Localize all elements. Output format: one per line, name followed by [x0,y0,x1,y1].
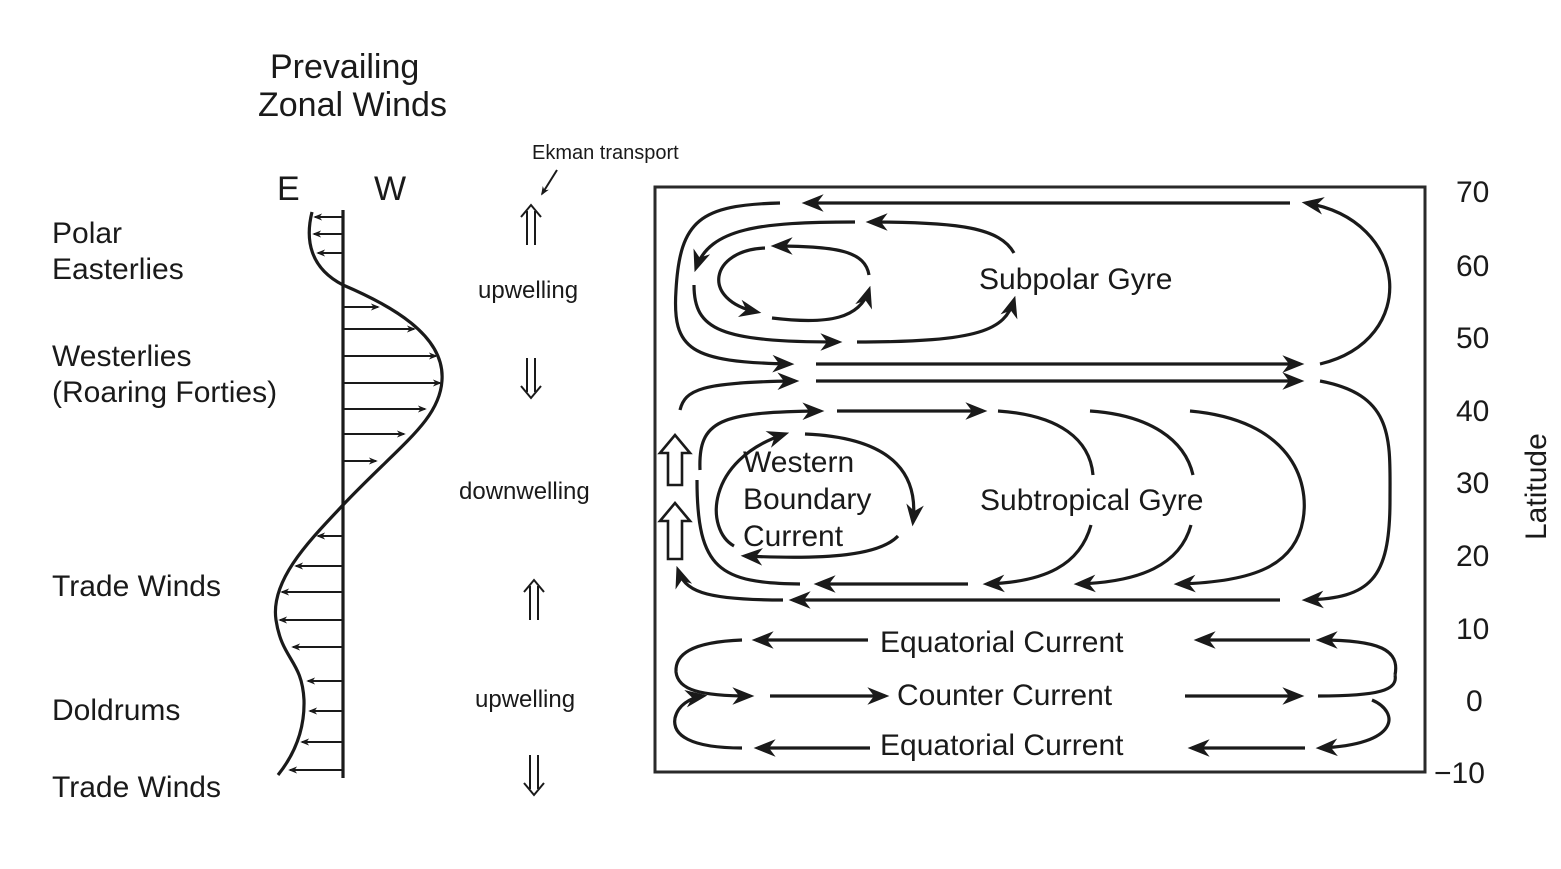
tick-60: 60 [1456,250,1489,283]
belt-polar-line2: Easterlies [52,253,184,286]
current-arc [997,409,1095,476]
current-arrow [674,638,755,705]
current-arrow [1073,524,1193,593]
axis-label-west: W [374,170,406,208]
subtropical-gyre-currents: Western Boundary Current Subtropical Gyr… [657,372,1392,609]
current-arrow [771,285,872,323]
double-arrow-down-icon [523,755,545,797]
latitude-axis: 70 60 50 40 30 20 10 0 −10 Latitude [1434,176,1553,790]
tick-30: 30 [1456,467,1489,500]
wind-profile-curve [273,211,444,776]
tick-20: 20 [1456,540,1489,573]
hollow-arrow-up-icon [657,500,693,561]
current-arrow [770,237,871,276]
current-arrow [698,402,825,471]
subpolar-gyre-currents: Subpolar Gyre [673,194,1392,373]
current-arrow [673,689,743,750]
subpolar-gyre-label: Subpolar Gyre [979,263,1172,296]
current-arrow [1315,698,1391,757]
current-arrow [714,431,790,548]
equatorial-currents: Equatorial Current Counter Current Equat… [673,626,1398,762]
double-arrow-up-icon [523,578,545,620]
current-arrow [1315,631,1398,676]
ekman-zone-downwelling: downwelling [459,478,590,505]
ekman-zone-upwelling-equator: upwelling [475,686,575,713]
double-arrow-up-icon [520,203,542,245]
tick-40: 40 [1456,395,1489,428]
current-arrow [695,479,801,586]
winds-title-line2: Zonal Winds [258,86,447,124]
belt-westerlies-line1: Westerlies [52,340,191,373]
current-arrow [1173,409,1306,593]
double-arrow-down-icon [520,358,542,400]
current-arrow [692,284,843,351]
ekman-transport-annotation: Ekman transport [532,142,679,164]
ekman-zone-upwelling-north: upwelling [478,277,578,304]
ocean-basin-panel: Subpolar Gyre [653,176,1553,790]
belt-trade-winds-north: Trade Winds [52,570,221,603]
equatorial-current-north-label: Equatorial Current [880,626,1124,659]
tick-minus-10: −10 [1434,757,1485,790]
belt-polar-line1: Polar [52,217,122,250]
current-arrow [1301,379,1392,609]
western-boundary-label-line2: Boundary [743,483,871,516]
wind-arrows [278,213,442,774]
current-arrow [982,524,1093,593]
belt-trade-winds-south: Trade Winds [52,771,221,804]
winds-panel: Prevailing Zonal Winds E W Polar Easterl… [52,48,447,804]
tick-0: 0 [1466,685,1483,718]
western-boundary-label-line1: Western [743,446,854,479]
current-arrow [804,432,924,527]
current-arrow [673,201,795,373]
subtropical-gyre-label: Subtropical Gyre [980,484,1203,517]
basin-frame [653,185,1427,774]
belt-doldrums: Doldrums [52,694,180,727]
latitude-axis-label: Latitude [1520,433,1553,540]
current-arrow [856,295,1018,344]
axis-label-east: E [277,170,300,208]
current-arc [1089,409,1195,476]
current-arrow [717,246,766,317]
current-arrow [675,565,784,602]
western-boundary-label-line3: Current [743,520,844,553]
current-arc [1317,674,1397,698]
current-arrow [740,534,900,566]
belt-westerlies-line2: (Roaring Forties) [52,376,277,409]
tick-10: 10 [1456,613,1489,646]
annotation-pointer-icon [541,169,558,196]
current-arrow [865,213,1016,254]
tick-70: 70 [1456,176,1489,209]
equatorial-current-south-label: Equatorial Current [880,729,1124,762]
hollow-arrow-up-icon [657,432,693,487]
tick-50: 50 [1456,322,1489,355]
current-arrow [693,220,856,273]
winds-title-line1: Prevailing [270,48,419,86]
current-arrow [1301,197,1392,366]
current-arrow [678,372,800,411]
counter-current-label: Counter Current [897,679,1113,712]
ekman-panel: Ekman transport upwelling downwelling up… [459,142,679,797]
